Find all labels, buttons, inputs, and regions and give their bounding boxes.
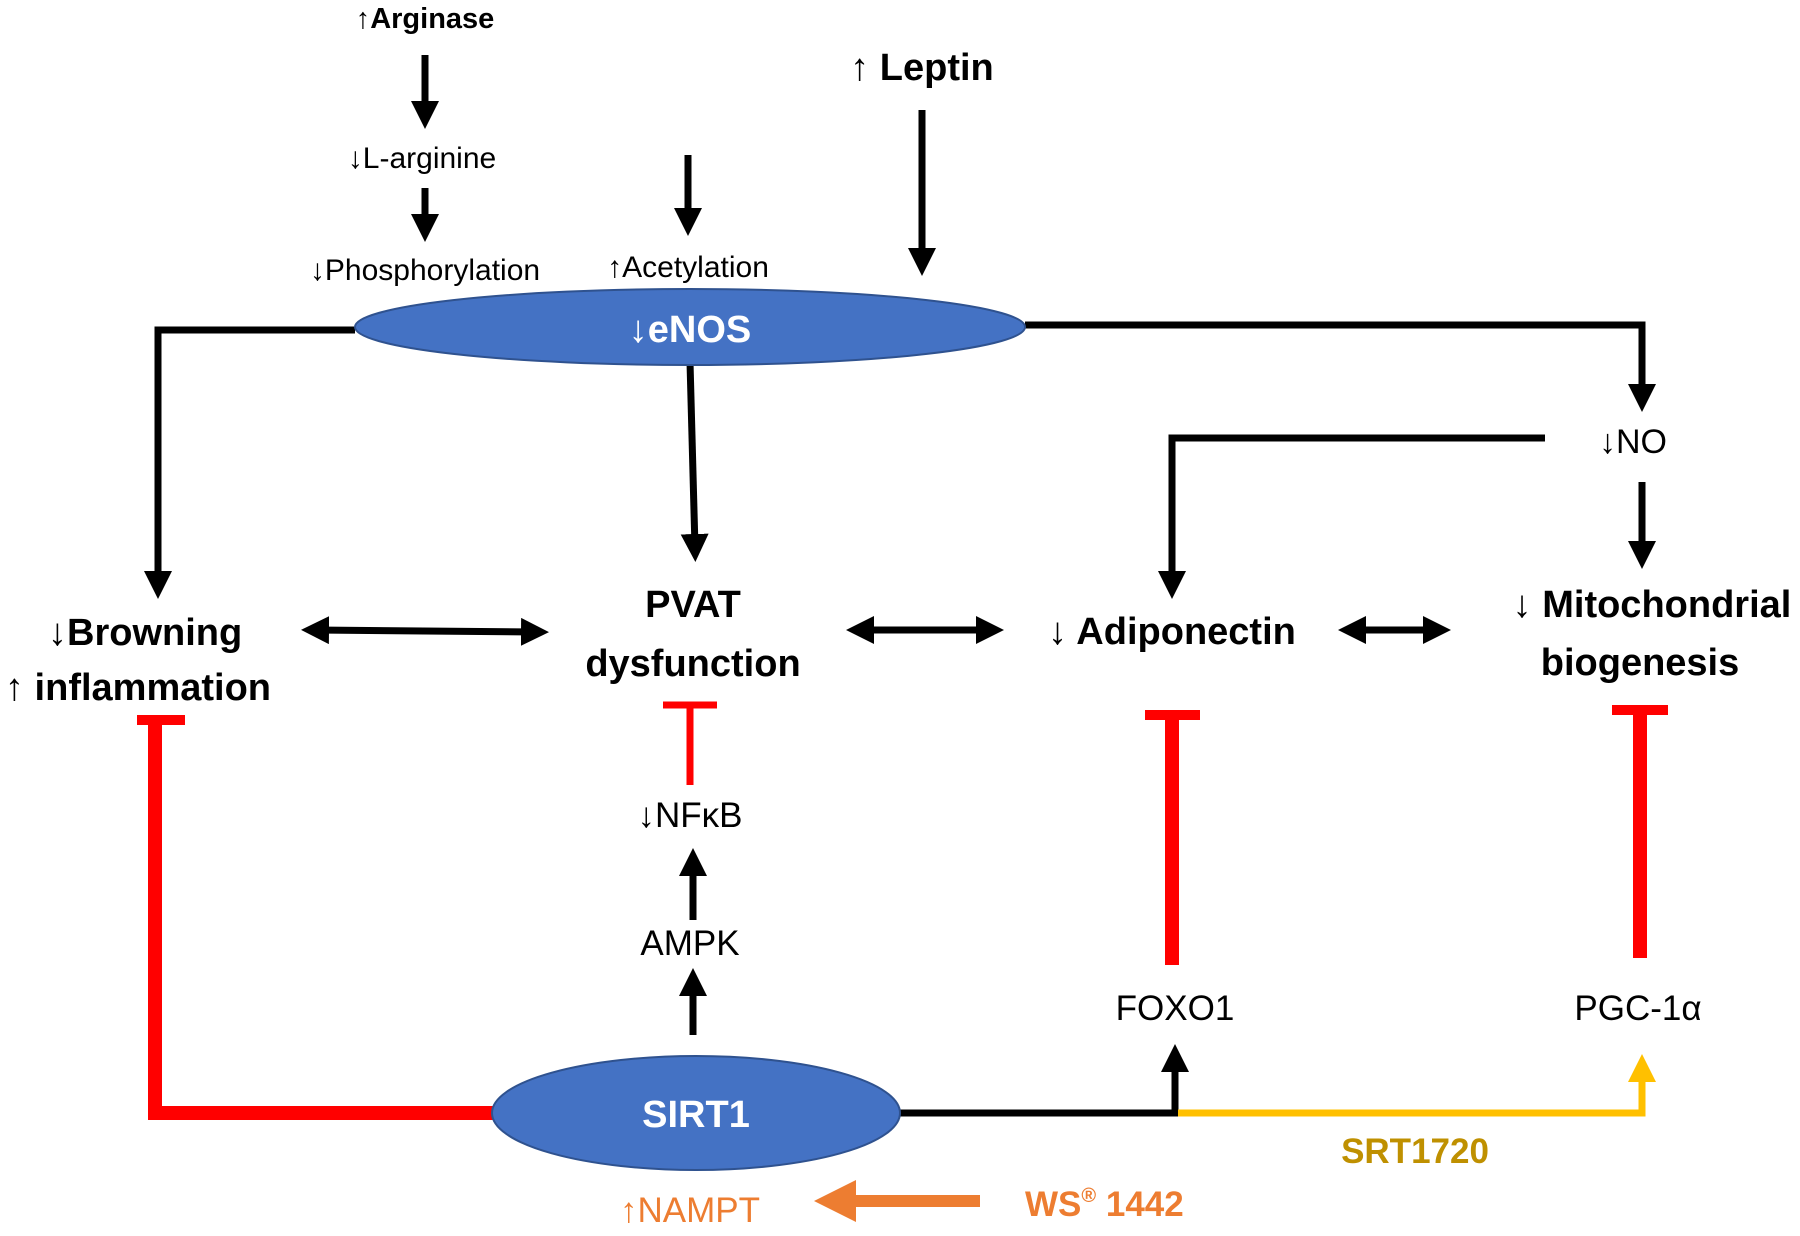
arrow-srt1720-to-pgc	[1178, 1054, 1656, 1117]
ws1442-registered-mark: ®	[1081, 1185, 1096, 1207]
enos-node: ↓eNOS	[354, 288, 1026, 366]
no-label: ↓NO	[1599, 423, 1667, 461]
inflammation-label: ↑ inflammation	[5, 667, 271, 709]
double-arrow-browning-pvat	[301, 616, 549, 646]
foxo1-label: FOXO1	[1116, 989, 1235, 1028]
adiponectin-label: ↓ Adiponectin	[1048, 611, 1296, 653]
pvat-label-line1: PVAT	[645, 584, 741, 626]
pvat-label-line2: dysfunction	[585, 643, 800, 685]
nfkb-label: ↓NFκB	[638, 796, 743, 835]
arrow-no-to-adiponectin	[1158, 434, 1545, 599]
inhibition-sirt1-to-browning	[148, 720, 495, 1120]
arrow-enos-to-pvat	[680, 361, 709, 562]
phosphorylation-label: ↓Phosphorylation	[310, 254, 540, 287]
arrow-enos-to-browning	[144, 326, 355, 599]
arginase-label: ↑Arginase	[356, 3, 495, 35]
mitochondrial-label-line1: ↓ Mitochondrial	[1513, 584, 1792, 626]
pgc-1alpha-label: PGC-1α	[1574, 989, 1701, 1028]
browning-label: ↓Browning	[48, 612, 242, 654]
acetylation-label: ↑Acetylation	[607, 251, 769, 284]
srt1720-label: SRT1720	[1341, 1132, 1489, 1171]
enos-label: ↓eNOS	[629, 309, 751, 351]
ampk-label: AMPK	[640, 924, 739, 963]
ws1442-main: WS	[1025, 1185, 1081, 1224]
leptin-label: ↑ Leptin	[850, 47, 994, 89]
mitochondrial-label-line2: biogenesis	[1541, 642, 1740, 684]
sirt1-node: SIRT1	[491, 1055, 901, 1171]
sirt1-label: SIRT1	[642, 1094, 750, 1136]
ws1442-label: WS® 1442	[1025, 1185, 1184, 1224]
l-arginine-label: ↓L-arginine	[348, 142, 496, 175]
nampt-label: ↑NAMPT	[620, 1191, 760, 1230]
arrow-enos-to-no	[1025, 321, 1656, 412]
ws1442-number: 1442	[1096, 1185, 1184, 1224]
arrow-sirt1-to-foxo1	[900, 1044, 1189, 1117]
